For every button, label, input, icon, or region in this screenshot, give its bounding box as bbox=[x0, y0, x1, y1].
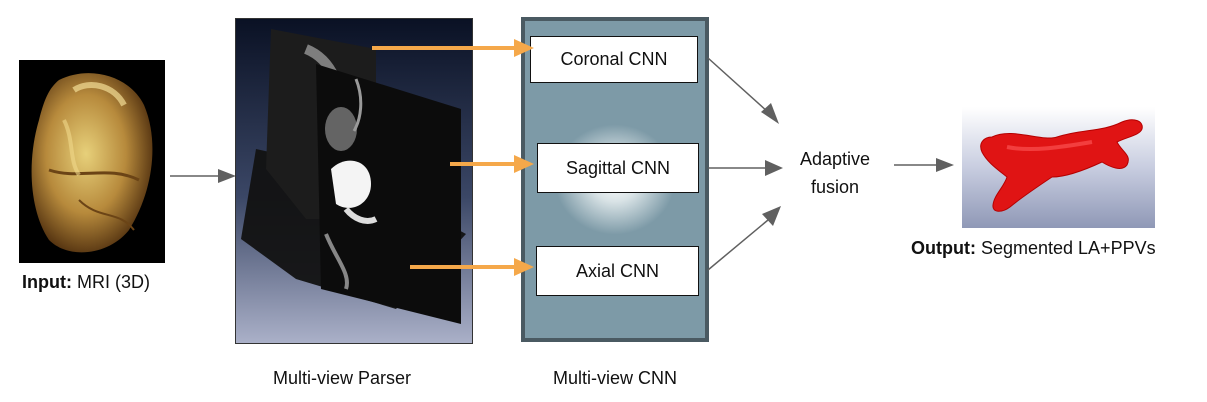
output-label: Output: Segmented LA+PPVs bbox=[911, 238, 1156, 258]
orange-arrow-axial bbox=[410, 258, 534, 276]
cnn-caption: Multi-view CNN bbox=[553, 368, 678, 388]
input-label: Input: MRI (3D) bbox=[22, 272, 150, 292]
arrow-input-to-parser bbox=[170, 169, 236, 183]
orange-arrow-coronal bbox=[372, 39, 534, 57]
input-mri-image bbox=[19, 60, 165, 263]
sagittal-cnn-box: Sagittal CNN bbox=[537, 143, 699, 193]
adaptive-fusion-label: Adaptive fusion bbox=[800, 149, 871, 197]
arrow-sagittal-to-fusion bbox=[708, 160, 783, 176]
cnn-to-fusion-arrows bbox=[707, 57, 783, 271]
arrow-axial-to-fusion bbox=[707, 206, 781, 271]
axial-cnn-box: Axial CNN bbox=[536, 246, 699, 296]
coronal-cnn-box: Coronal CNN bbox=[530, 36, 698, 83]
output-segmentation-image bbox=[962, 107, 1155, 228]
orange-arrow-sagittal bbox=[450, 155, 534, 173]
parser-to-cnn-arrows bbox=[372, 39, 534, 276]
arrow-coronal-to-fusion bbox=[707, 57, 779, 124]
arrow-fusion-to-output bbox=[894, 158, 954, 172]
parser-caption: Multi-view Parser bbox=[273, 368, 412, 388]
parser-panel bbox=[235, 18, 473, 344]
